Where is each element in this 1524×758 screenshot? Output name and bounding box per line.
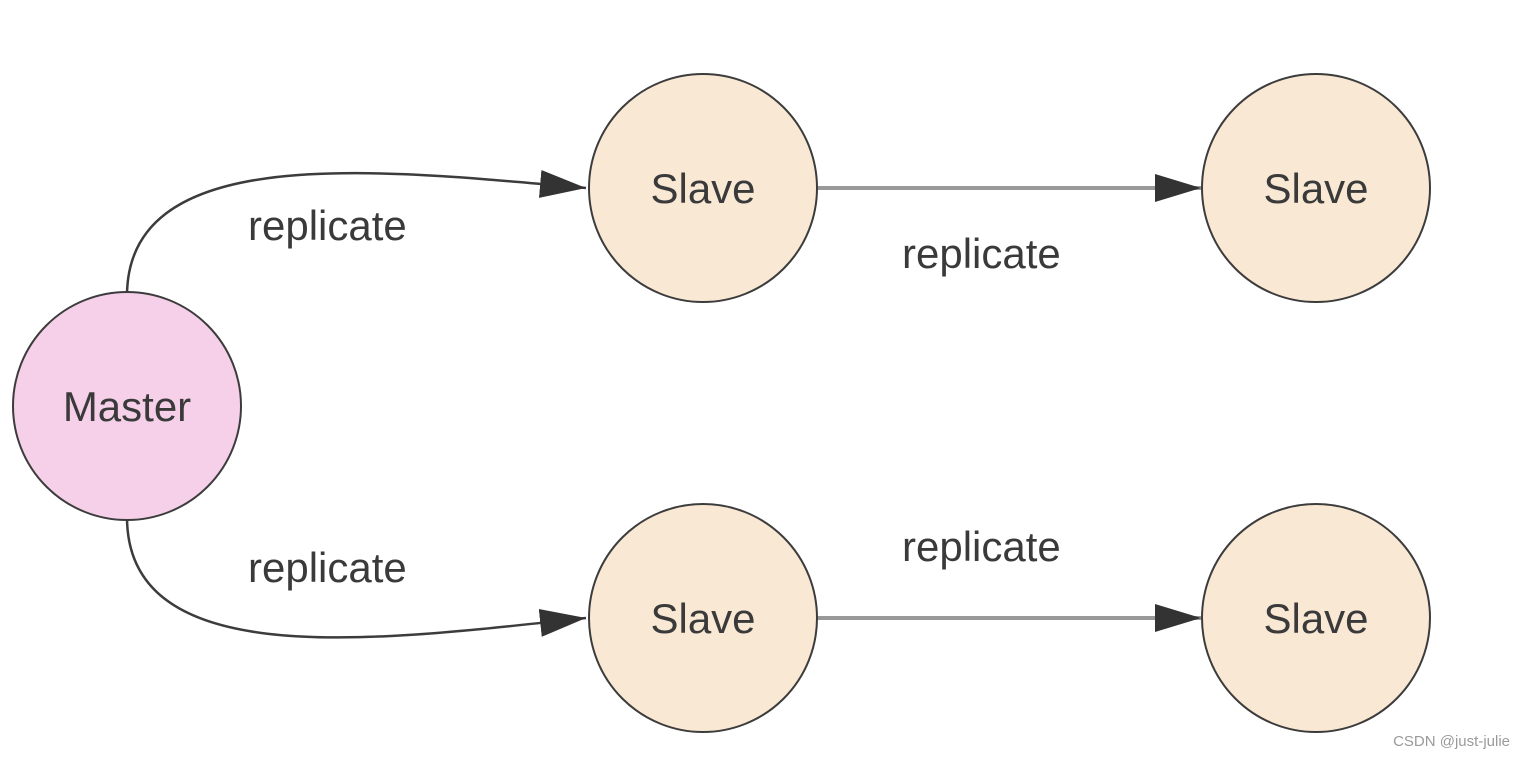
master-node-circle [12, 291, 242, 521]
slave-node-bottom-1: Slave [588, 503, 818, 733]
slave-node-bottom-1-circle [588, 503, 818, 733]
slave-node-bottom-2: Slave [1201, 503, 1431, 733]
edge-master-to-bottom-slave [125, 516, 587, 639]
edge-label-bottom-chain: replicate [902, 523, 1061, 570]
master-node-label: Master [63, 383, 191, 430]
edge-label-master-to-bottom: replicate [248, 544, 407, 591]
slave-node-top-1-label: Slave [650, 165, 755, 212]
slave-node-top-2-circle [1201, 73, 1431, 303]
slave-node-bottom-1-label: Slave [650, 595, 755, 642]
slave-node-top-1-circle [588, 73, 818, 303]
watermark: CSDN @just-julie [1393, 733, 1510, 750]
slave-node-bottom-2-label: Slave [1263, 595, 1368, 642]
edge-label-master-to-top: replicate [248, 202, 407, 249]
master-node: Master [12, 291, 242, 521]
slave-node-top-1: Slave [588, 73, 818, 303]
slave-node-bottom-2-circle [1201, 503, 1431, 733]
edge-label-top-chain: replicate [902, 230, 1061, 277]
edge-master-to-top-slave [125, 170, 587, 297]
slave-node-top-2: Slave [1201, 73, 1431, 303]
slave-node-top-2-label: Slave [1263, 165, 1368, 212]
